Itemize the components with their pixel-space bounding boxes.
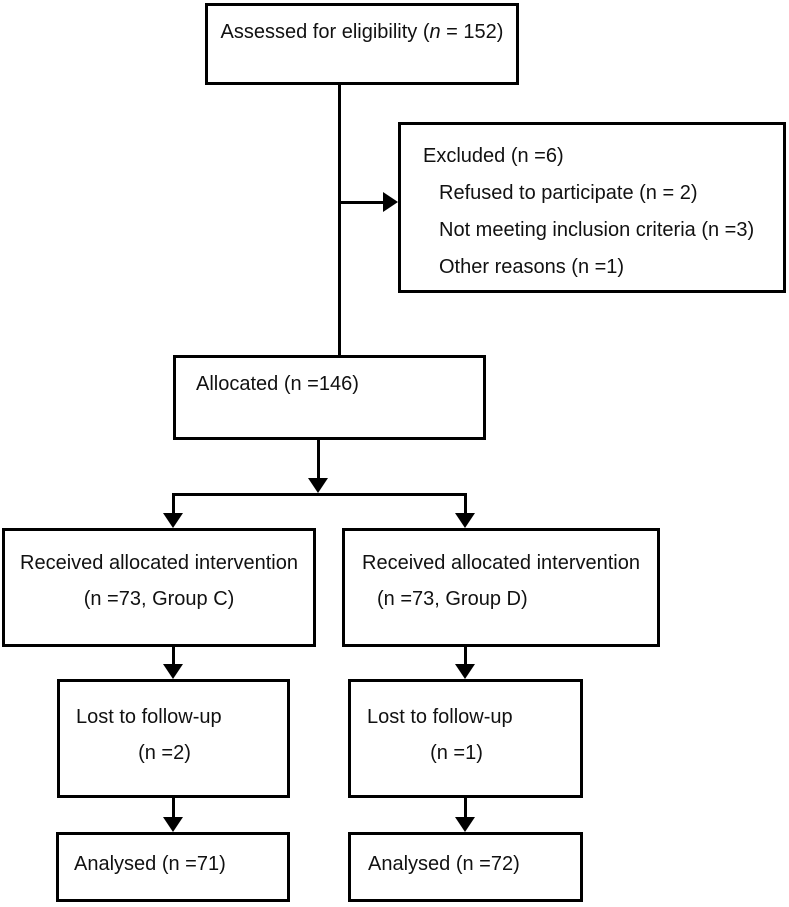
- excluded-reason: Not meeting inclusion criteria (n =3): [439, 219, 755, 241]
- received-d-line2: (n =73, Group D): [377, 588, 528, 610]
- connector-branch-horizontal: [172, 493, 467, 496]
- lost-followup-group-d-box: Lost to follow-up (n =1): [348, 679, 583, 798]
- connector-analysed-group-d: [464, 796, 467, 819]
- arrow-down-icon: [163, 513, 183, 528]
- analysed-c-label: Analysed (n =71): [74, 853, 226, 875]
- lost-c-line1: Lost to follow-up: [76, 706, 222, 728]
- arrow-down-icon: [163, 664, 183, 679]
- analysed-group-c-box: Analysed (n =71): [56, 832, 290, 902]
- arrow-down-icon: [163, 817, 183, 832]
- received-intervention-group-d-box: Received allocated intervention (n =73, …: [342, 528, 660, 647]
- connector-lost-group-d: [464, 646, 467, 666]
- arrow-down-icon: [308, 478, 328, 493]
- allocated-box: Allocated (n =146): [173, 355, 486, 440]
- arrow-right-icon: [383, 192, 398, 212]
- lost-followup-group-c-box: Lost to follow-up (n =2): [57, 679, 290, 798]
- arrow-down-icon: [455, 664, 475, 679]
- excluded-reason: Other reasons (n =1): [439, 256, 625, 278]
- connector-drop-group-c: [172, 493, 175, 515]
- excluded-title: Excluded (n =6): [423, 145, 564, 167]
- received-d-line1: Received allocated intervention: [362, 552, 640, 574]
- connector-excluded-horizontal: [340, 201, 386, 204]
- allocated-label: Allocated (n =146): [196, 373, 359, 395]
- connector-lost-group-c: [172, 645, 175, 666]
- excluded-reason: Refused to participate (n = 2): [439, 182, 698, 204]
- lost-d-line1: Lost to follow-up: [367, 706, 513, 728]
- received-c-line2: (n =73, Group C): [83, 588, 235, 610]
- assessed-eligibility-box: Assessed for eligibility (n = 152): [205, 3, 519, 85]
- connector-analysed-group-c: [172, 796, 175, 819]
- analysed-group-d-box: Analysed (n =72): [348, 832, 583, 902]
- analysed-d-label: Analysed (n =72): [368, 853, 520, 875]
- connector-main-vertical: [338, 84, 341, 356]
- lost-c-line2: (n =2): [138, 742, 191, 764]
- received-intervention-group-c-box: Received allocated intervention (n =73, …: [2, 528, 316, 647]
- assessed-italic-n: n: [429, 21, 441, 43]
- connector-drop-group-d: [464, 493, 467, 515]
- connector-allocated-vertical: [317, 439, 320, 480]
- arrow-down-icon: [455, 513, 475, 528]
- excluded-box: Excluded (n =6) Refused to participate (…: [398, 122, 786, 293]
- assessed-text-prefix: Assessed for eligibility (: [220, 21, 430, 43]
- lost-d-line2: (n =1): [430, 742, 483, 764]
- arrow-down-icon: [455, 817, 475, 832]
- assessed-text-suffix: = 152): [440, 21, 504, 43]
- received-c-line1: Received allocated intervention: [20, 552, 298, 574]
